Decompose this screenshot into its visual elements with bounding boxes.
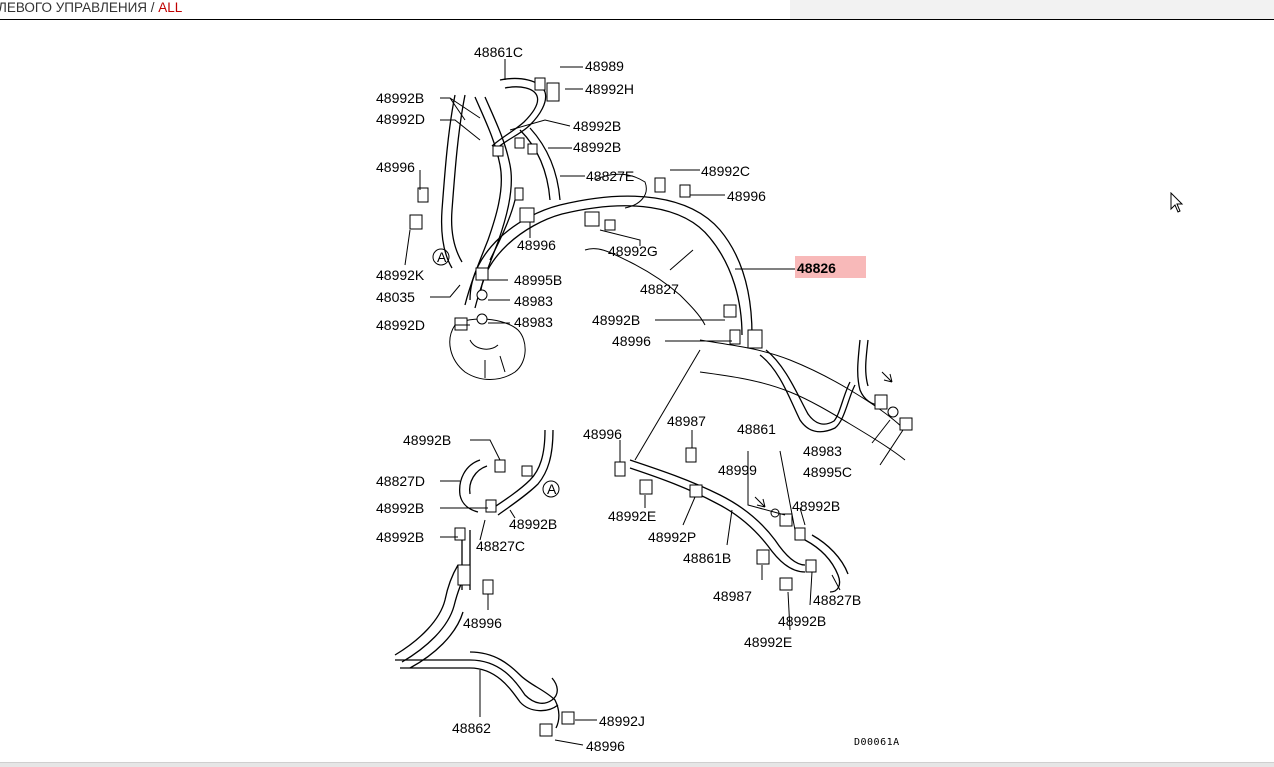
part-label[interactable]: 48992C <box>701 163 750 179</box>
part-label-highlighted[interactable]: 48826 <box>797 260 836 276</box>
part-label[interactable]: 48992D <box>376 111 425 127</box>
highlight-48826 <box>795 256 866 278</box>
part-labels: 48861C 48989 48992H 48992B 48992D 48992B… <box>376 44 900 754</box>
part-label[interactable]: 48992B <box>376 500 424 516</box>
part-label[interactable]: 48992E <box>608 508 656 524</box>
part-label[interactable]: 48992B <box>792 498 840 514</box>
part-label[interactable]: 48996 <box>376 159 415 175</box>
part-label[interactable]: 48861C <box>474 44 523 60</box>
part-label[interactable]: 48987 <box>713 588 752 604</box>
part-label[interactable]: 48996 <box>583 426 622 442</box>
part-label[interactable]: 48992B <box>376 90 424 106</box>
ref-marker-a: A <box>547 481 557 497</box>
diagram-code: D00061A <box>854 737 900 748</box>
part-label[interactable]: 48992B <box>573 118 621 134</box>
part-label[interactable]: 48992P <box>648 529 696 545</box>
breadcrumb-bar: ЛЕВОГО УПРАВЛЕНИЯ / ALL <box>0 0 1274 20</box>
part-label[interactable]: 48992G <box>608 243 658 259</box>
part-label[interactable]: 48992H <box>585 81 634 97</box>
part-label[interactable]: 48996 <box>517 237 556 253</box>
part-label[interactable]: 48992D <box>376 317 425 333</box>
mouse-cursor-icon <box>1170 192 1184 213</box>
part-label[interactable]: 48996 <box>727 188 766 204</box>
part-label[interactable]: 48861 <box>737 421 776 437</box>
part-label[interactable]: 48996 <box>586 738 625 754</box>
breadcrumb-path[interactable]: ЛЕВОГО УПРАВЛЕНИЯ <box>0 0 148 15</box>
part-label[interactable]: 48996 <box>463 615 502 631</box>
breadcrumb-current[interactable]: ALL <box>158 0 183 15</box>
diagram-drawing <box>394 59 913 746</box>
part-label[interactable]: 48992B <box>509 516 557 532</box>
part-label[interactable]: 48827C <box>476 538 525 554</box>
part-label[interactable]: 48987 <box>667 413 706 429</box>
part-label[interactable]: 48827D <box>376 473 425 489</box>
part-label[interactable]: 48861B <box>683 550 731 566</box>
part-label[interactable]: 48992K <box>376 267 425 283</box>
part-label[interactable]: 48992E <box>744 634 792 650</box>
part-label[interactable]: 48992B <box>573 139 621 155</box>
part-label[interactable]: 48995C <box>803 464 852 480</box>
part-label[interactable]: 48827B <box>813 592 861 608</box>
breadcrumb: ЛЕВОГО УПРАВЛЕНИЯ / ALL <box>0 0 182 15</box>
ref-marker-a: A <box>437 249 447 265</box>
part-label[interactable]: 48035 <box>376 289 415 305</box>
part-label[interactable]: 48992J <box>599 713 645 729</box>
part-label[interactable]: 48992B <box>376 529 424 545</box>
part-label[interactable]: 48996 <box>612 333 651 349</box>
breadcrumb-bar-filler <box>790 0 1274 19</box>
breadcrumb-separator: / <box>147 0 159 15</box>
part-label[interactable]: 48992B <box>403 432 451 448</box>
part-label[interactable]: 48983 <box>803 443 842 459</box>
bottom-edge <box>0 762 1274 767</box>
parts-diagram: 48861C 48989 48992H 48992B 48992D 48992B… <box>376 44 913 754</box>
part-label[interactable]: 48827 <box>640 281 679 297</box>
part-label[interactable]: 48989 <box>585 58 624 74</box>
part-label[interactable]: 48992B <box>592 312 640 328</box>
part-label[interactable]: 48862 <box>452 720 491 736</box>
part-label[interactable]: 48983 <box>514 314 553 330</box>
part-label[interactable]: 48995B <box>514 272 562 288</box>
part-label[interactable]: 48983 <box>514 293 553 309</box>
part-label[interactable]: 48992B <box>778 613 826 629</box>
part-label[interactable]: 48827E <box>586 168 634 184</box>
part-label[interactable]: 48999 <box>718 462 757 478</box>
